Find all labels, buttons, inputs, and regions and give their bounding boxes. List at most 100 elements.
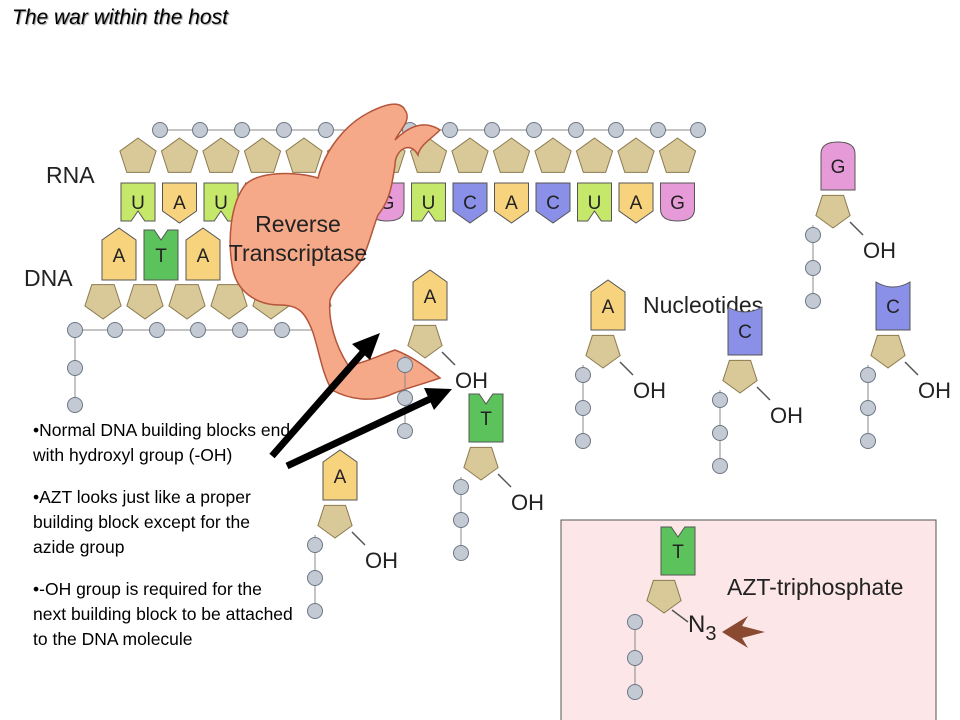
phosphate-circle	[190, 322, 206, 338]
phosphate-circle	[232, 322, 248, 338]
phosphate-circle	[627, 614, 643, 630]
phosphate-circle	[307, 537, 323, 553]
sugar-pentagon	[870, 334, 906, 369]
base-c	[727, 306, 763, 356]
phosphate-circle	[805, 227, 821, 243]
bullet-item: •-OH group is required for the next buil…	[33, 579, 293, 649]
sugar-pentagon	[84, 284, 122, 320]
phosphate-circle	[442, 122, 458, 138]
sugar-pentagon	[160, 137, 199, 173]
phosphate-circle	[650, 122, 666, 138]
phosphate-circle	[712, 458, 728, 474]
base-a	[618, 182, 654, 224]
base-a	[412, 269, 448, 321]
sugar-pentagon	[285, 137, 323, 173]
bond	[619, 361, 634, 376]
phosphate-circle	[453, 545, 469, 561]
base-letter: A	[113, 246, 126, 267]
azt-nucleotide: T	[627, 526, 696, 700]
phosphate-circle	[307, 603, 323, 619]
base-t	[468, 393, 504, 443]
phosphate-circle	[860, 400, 876, 416]
base-u	[411, 182, 446, 222]
sugar-pentagon	[575, 137, 614, 173]
base-g	[660, 182, 695, 222]
phosphate-circle	[149, 322, 165, 338]
phosphate-circle	[627, 684, 643, 700]
sugar-pentagon	[210, 284, 248, 320]
base-letter: A	[424, 287, 437, 308]
phosphate-circle	[274, 322, 290, 338]
hydroxyl-label: OH	[863, 238, 896, 263]
phosphate-circle	[192, 122, 208, 138]
hydroxyl-label: OH	[511, 490, 544, 515]
base-a	[101, 227, 137, 281]
base-letter: A	[173, 193, 186, 214]
enzyme-label-line2: Transcriptase	[229, 240, 367, 266]
base-letter: G	[831, 157, 846, 178]
phosphate-circle	[575, 433, 591, 449]
base-u	[203, 182, 239, 222]
base-letter: G	[670, 193, 685, 214]
bond	[904, 361, 919, 376]
reverse-transcriptase-enzyme	[229, 103, 442, 400]
phosphate-circle	[805, 260, 821, 276]
phosphate-circle	[67, 360, 83, 376]
sugar-pentagon	[658, 137, 697, 173]
sugar-pentagon	[617, 137, 655, 173]
phosphate-circle	[484, 122, 500, 138]
sugar-pentagon	[815, 194, 851, 229]
phosphate-circle	[397, 357, 413, 373]
bond	[671, 609, 689, 623]
bond	[849, 221, 864, 236]
phosphate-circle	[67, 397, 83, 413]
phosphate-circle	[152, 122, 168, 138]
phosphate-circle	[307, 570, 323, 586]
phosphate-circle	[397, 390, 413, 406]
sugar-pentagon	[202, 137, 240, 173]
dna-label: DNA	[24, 265, 73, 291]
phosphate-circle	[318, 122, 334, 138]
phosphate-circle	[397, 423, 413, 439]
sugar-pentagon	[407, 324, 443, 359]
phosphate-circle	[627, 650, 643, 666]
base-letter: U	[588, 193, 602, 214]
phosphate-circle	[860, 433, 876, 449]
base-letter: C	[463, 193, 477, 214]
base-t	[143, 229, 179, 281]
base-letter: U	[214, 193, 228, 214]
hydroxyl-label: OH	[770, 403, 803, 428]
sugar-pentagon	[119, 137, 157, 173]
phosphate-circle	[712, 392, 728, 408]
bond	[756, 386, 771, 401]
sugar-pentagon	[451, 137, 489, 173]
base-letter: A	[505, 193, 518, 214]
base-letter: C	[546, 193, 560, 214]
azt-label: AZT-triphosphate	[727, 574, 903, 600]
phosphate-circle	[690, 122, 706, 138]
phosphate-circle	[860, 367, 876, 383]
phosphate-circle	[453, 512, 469, 528]
sugar-pentagon	[722, 359, 758, 394]
phosphate-circle	[276, 122, 292, 138]
phosphate-circle	[568, 122, 584, 138]
base-a	[494, 182, 529, 224]
azide-n-label: N3	[688, 611, 716, 645]
base-c	[875, 281, 911, 331]
base-letter: C	[738, 322, 752, 343]
sugar-pentagon	[168, 284, 206, 320]
sugar-pentagon	[463, 446, 499, 481]
base-t	[660, 526, 696, 576]
phosphate-circle	[526, 122, 542, 138]
phosphate-circle	[234, 122, 250, 138]
hydroxyl-label: OH	[633, 378, 666, 403]
hydroxyl-label: OH	[455, 368, 488, 393]
base-g	[820, 141, 856, 191]
page-title: The war within the host	[12, 6, 228, 29]
base-letter: U	[422, 193, 436, 214]
phosphate-circle	[712, 425, 728, 441]
base-letter: T	[155, 246, 167, 267]
phosphate-circle	[608, 122, 624, 138]
sugar-pentagon	[534, 137, 572, 173]
base-c	[452, 182, 488, 224]
